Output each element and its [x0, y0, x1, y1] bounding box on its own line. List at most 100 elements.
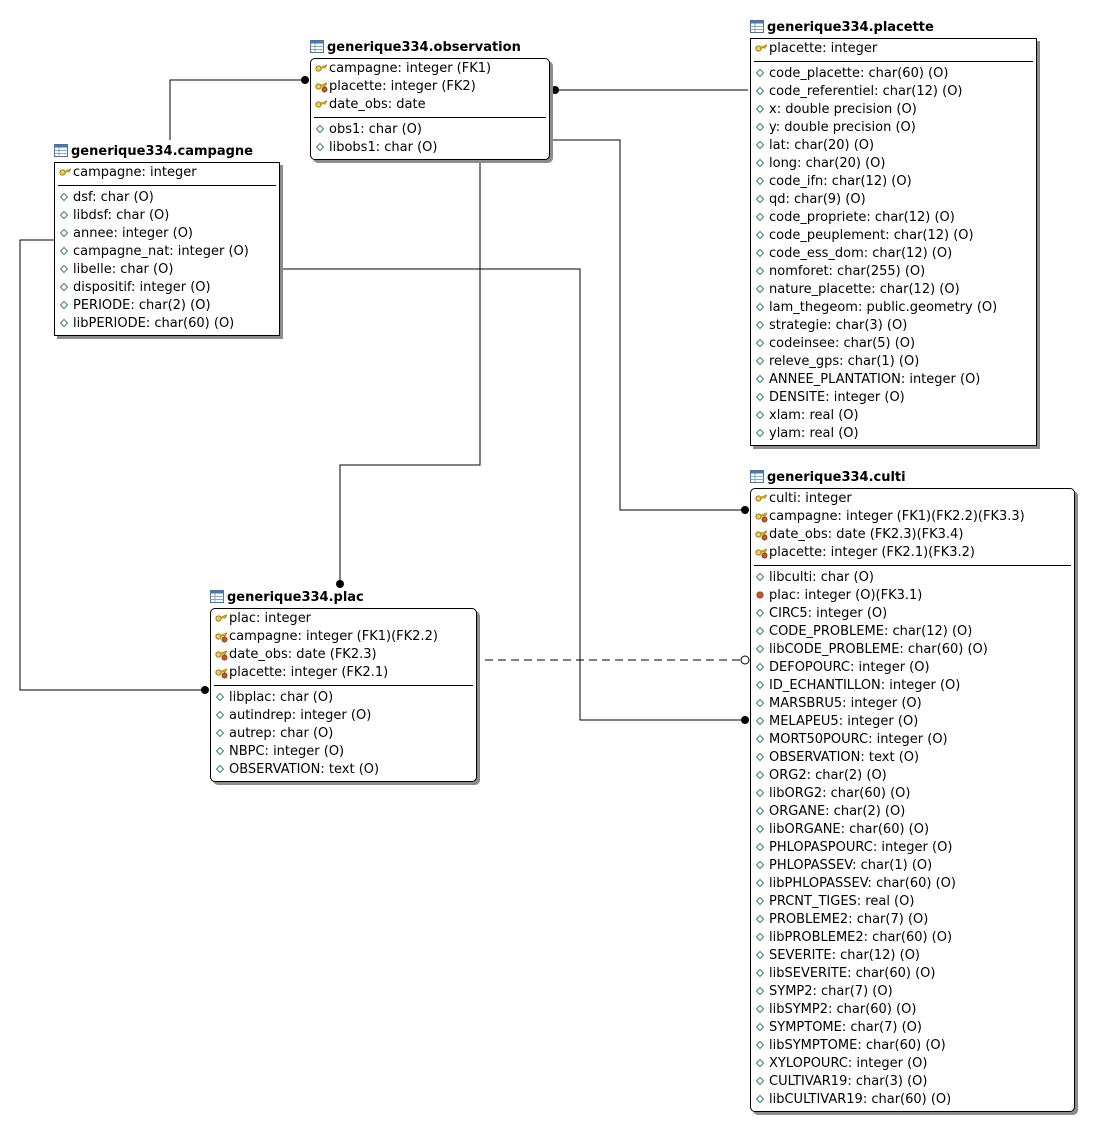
attribute-row[interactable]: XYLOPOURC: integer (O) [751, 1055, 1074, 1073]
key-section: campagne: integer [55, 163, 279, 184]
column-text: libSYMP2: char(60) (O) [769, 1002, 917, 1017]
attribute-row[interactable]: annee: integer (O) [55, 225, 279, 243]
attribute-row[interactable]: NBPC: integer (O) [211, 743, 476, 761]
diamond-icon [754, 390, 768, 404]
attribute-row[interactable]: libORGANE: char(60) (O) [751, 821, 1074, 839]
attribute-row[interactable]: libculti: char (O) [751, 569, 1074, 587]
key-column-row[interactable]: plac: integer [211, 610, 476, 628]
attribute-row[interactable]: PROBLEME2: char(7) (O) [751, 911, 1074, 929]
attribute-row[interactable]: libSYMPTOME: char(60) (O) [751, 1037, 1074, 1055]
attribute-row[interactable]: DENSITE: integer (O) [751, 389, 1036, 407]
attribute-row[interactable]: autrep: char (O) [211, 725, 476, 743]
attribute-row[interactable]: PRCNT_TIGES: real (O) [751, 893, 1074, 911]
key-icon [314, 97, 328, 111]
attribute-row[interactable]: SEVERITE: char(12) (O) [751, 947, 1074, 965]
attribute-row[interactable]: libplac: char (O) [211, 689, 476, 707]
attribute-row[interactable]: dsf: char (O) [55, 189, 279, 207]
attribute-row[interactable]: CULTIVAR19: char(3) (O) [751, 1073, 1074, 1091]
key-column-row[interactable]: placette: integer [751, 40, 1036, 58]
key-column-row[interactable]: campagne: integer (FK1)(FK2.2)(FK3.3) [751, 508, 1074, 526]
attribute-row[interactable]: qd: char(9) (O) [751, 191, 1036, 209]
attribute-row[interactable]: MELAPEU5: integer (O) [751, 713, 1074, 731]
key-column-row[interactable]: date_obs: date (FK2.3)(FK3.4) [751, 526, 1074, 544]
attribute-row[interactable]: libdsf: char (O) [55, 207, 279, 225]
attribute-row[interactable]: libPHLOPASSEV: char(60) (O) [751, 875, 1074, 893]
attribute-row[interactable]: xlam: real (O) [751, 407, 1036, 425]
attribute-row[interactable]: ORG2: char(2) (O) [751, 767, 1074, 785]
entity-title-text: generique334.campagne [71, 144, 253, 159]
attribute-row[interactable]: PERIODE: char(2) (O) [55, 297, 279, 315]
column-text: date_obs: date (FK2.3) [229, 647, 377, 662]
attribute-row[interactable]: y: double precision (O) [751, 119, 1036, 137]
attribute-row[interactable]: CIRC5: integer (O) [751, 605, 1074, 623]
column-text: libORG2: char(60) (O) [769, 786, 911, 801]
attribute-row[interactable]: code_ess_dom: char(12) (O) [751, 245, 1036, 263]
key-column-row[interactable]: placette: integer (FK2) [311, 78, 549, 96]
attribute-row[interactable]: libSYMP2: char(60) (O) [751, 1001, 1074, 1019]
attribute-row[interactable]: OBSERVATION: text (O) [751, 749, 1074, 767]
attribute-row[interactable]: obs1: char (O) [311, 121, 549, 139]
key-column-row[interactable]: date_obs: date (FK2.3) [211, 646, 476, 664]
attribute-row[interactable]: MORT50POURC: integer (O) [751, 731, 1074, 749]
attribute-row[interactable]: code_peuplement: char(12) (O) [751, 227, 1036, 245]
key-column-row[interactable]: campagne: integer (FK1) [311, 60, 549, 78]
attribute-row[interactable]: autindrep: integer (O) [211, 707, 476, 725]
attribute-row[interactable]: releve_gps: char(1) (O) [751, 353, 1036, 371]
attribute-row[interactable]: lam_thegeom: public.geometry (O) [751, 299, 1036, 317]
attribute-row[interactable]: MARSBRU5: integer (O) [751, 695, 1074, 713]
attribute-row[interactable]: code_propriete: char(12) (O) [751, 209, 1036, 227]
attribute-row[interactable]: x: double precision (O) [751, 101, 1036, 119]
column-text: autrep: char (O) [229, 726, 334, 741]
entity-title: generique334.campagne [54, 142, 253, 162]
diamond-icon [754, 786, 768, 800]
attribute-row[interactable]: PHLOPASSEV: char(1) (O) [751, 857, 1074, 875]
attribute-row[interactable]: libCODE_PROBLEME: char(60) (O) [751, 641, 1074, 659]
key-column-row[interactable]: placette: integer (FK2.1) [211, 664, 476, 682]
attribute-row[interactable]: CODE_PROBLEME: char(12) (O) [751, 623, 1074, 641]
attribute-row[interactable]: PHLOPASPOURC: integer (O) [751, 839, 1074, 857]
key-column-row[interactable]: culti: integer [751, 490, 1074, 508]
attribute-row[interactable]: libPERIODE: char(60) (O) [55, 315, 279, 333]
key-column-row[interactable]: campagne: integer (FK1)(FK2.2) [211, 628, 476, 646]
attribute-row[interactable]: strategie: char(3) (O) [751, 317, 1036, 335]
diamond-icon [214, 744, 228, 758]
attribute-row[interactable]: libORG2: char(60) (O) [751, 785, 1074, 803]
attribute-row[interactable]: libSEVERITE: char(60) (O) [751, 965, 1074, 983]
column-text: xlam: real (O) [769, 408, 859, 423]
attribute-row[interactable]: nomforet: char(255) (O) [751, 263, 1036, 281]
attribute-row[interactable]: libPROBLEME2: char(60) (O) [751, 929, 1074, 947]
attribute-row[interactable]: ID_ECHANTILLON: integer (O) [751, 677, 1074, 695]
attribute-row[interactable]: ORGANE: char(2) (O) [751, 803, 1074, 821]
attribute-row[interactable]: dispositif: integer (O) [55, 279, 279, 297]
attribute-row[interactable]: DEFOPOURC: integer (O) [751, 659, 1074, 677]
attribute-row[interactable]: lat: char(20) (O) [751, 137, 1036, 155]
key-column-row[interactable]: campagne: integer [55, 164, 279, 182]
attribute-row[interactable]: campagne_nat: integer (O) [55, 243, 279, 261]
attribute-row[interactable]: plac: integer (O)(FK3.1) [751, 587, 1074, 605]
attribute-row[interactable]: ANNEE_PLANTATION: integer (O) [751, 371, 1036, 389]
cardinality-dot [741, 506, 749, 514]
attribute-row[interactable]: code_referentiel: char(12) (O) [751, 83, 1036, 101]
diamond-icon [58, 280, 72, 294]
column-text: dsf: char (O) [73, 190, 154, 205]
key-column-row[interactable]: date_obs: date [311, 96, 549, 114]
column-text: libCULTIVAR19: char(60) (O) [769, 1092, 952, 1107]
column-text: long: char(20) (O) [769, 156, 886, 171]
key-column-row[interactable]: placette: integer (FK2.1)(FK3.2) [751, 544, 1074, 562]
column-text: NBPC: integer (O) [229, 744, 345, 759]
attribute-row[interactable]: nature_placette: char(12) (O) [751, 281, 1036, 299]
attribute-row[interactable]: ylam: real (O) [751, 425, 1036, 443]
attribute-row[interactable]: long: char(20) (O) [751, 155, 1036, 173]
attribute-row[interactable]: SYMP2: char(7) (O) [751, 983, 1074, 1001]
attribute-row[interactable]: codeinsee: char(5) (O) [751, 335, 1036, 353]
attribute-row[interactable]: libCULTIVAR19: char(60) (O) [751, 1091, 1074, 1109]
attribute-row[interactable]: code_placette: char(60) (O) [751, 65, 1036, 83]
attribute-row[interactable]: libelle: char (O) [55, 261, 279, 279]
attribute-row[interactable]: OBSERVATION: text (O) [211, 761, 476, 779]
attribute-row[interactable]: code_ifn: char(12) (O) [751, 173, 1036, 191]
diamond-icon [754, 264, 768, 278]
attribute-row[interactable]: SYMPTOME: char(7) (O) [751, 1019, 1074, 1037]
attribute-row[interactable]: libobs1: char (O) [311, 139, 549, 157]
key-separator [214, 685, 473, 686]
